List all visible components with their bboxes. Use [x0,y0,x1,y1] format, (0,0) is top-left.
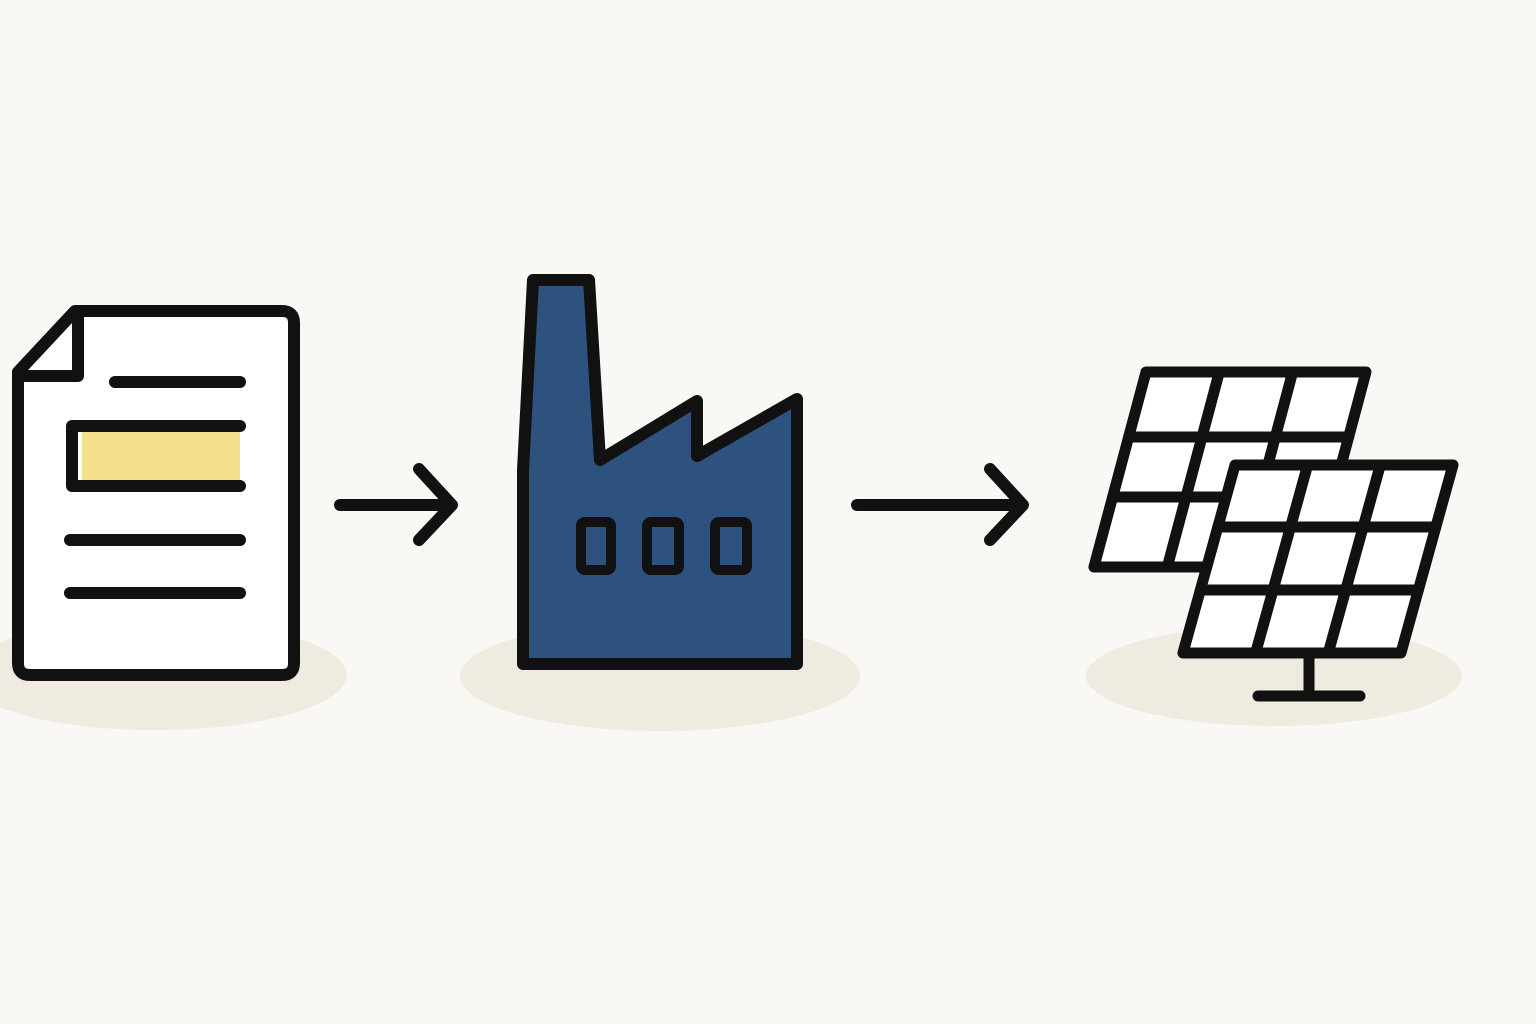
panel-column-line [1250,459,1314,659]
factory-windows [576,517,752,575]
arrow-right-icon [851,463,1029,546]
arrow-right-icon [334,463,458,546]
solar-panel-icon [1088,366,1459,702]
factory-icon [517,274,803,670]
solar-panel-front [1177,459,1459,659]
panel-column-line [1322,459,1386,659]
panel-column-line [1161,366,1225,573]
document-icon [12,305,300,681]
panel-frame [1177,459,1459,659]
